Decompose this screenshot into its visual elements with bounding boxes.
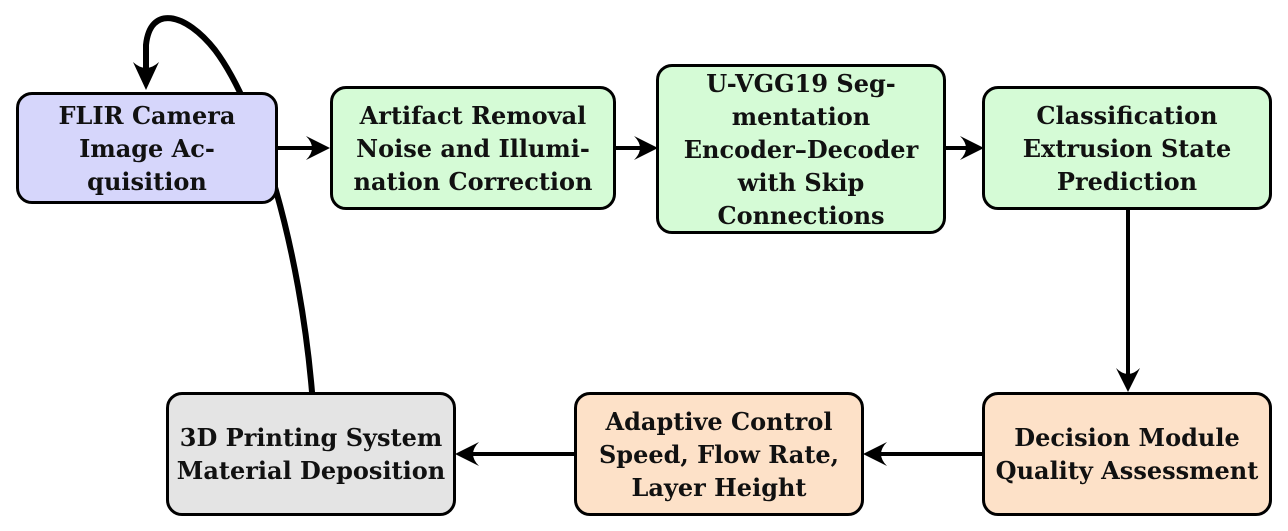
- arrow-control-to-printing: [455, 442, 576, 466]
- arrow-artifact-to-segmentation: [615, 136, 658, 160]
- node-label-line: Speed, Flow Rate,: [598, 439, 840, 469]
- node-label-line: Classification: [1036, 100, 1218, 130]
- node-label-line: Image Ac-: [79, 133, 215, 163]
- node-label-line: Artifact Removal: [359, 100, 587, 130]
- node-label-line: quisition: [87, 166, 207, 196]
- node-label-line: Material Deposition: [176, 456, 446, 485]
- arrow-segmentation-to-classification: [945, 136, 984, 160]
- node-label-line: nation Correction: [353, 166, 593, 196]
- node-label-line: U-VGG19 Seg-: [706, 68, 896, 98]
- node-label-line: with Skip: [737, 167, 865, 197]
- arrow-acquisition-to-artifact: [277, 136, 330, 160]
- arrow-classification-to-decision: [1116, 209, 1140, 392]
- node-label-line: FLIR Camera: [58, 100, 236, 130]
- node-label-line: Noise and Illumi-: [356, 133, 590, 163]
- node-label-line: Quality Assessment: [995, 456, 1259, 485]
- arrow-feedback-printing-to-acquisition: [133, 15, 315, 395]
- node-label-line: Extrusion State: [1022, 133, 1232, 163]
- node-label-line: Connections: [717, 200, 885, 230]
- node-label-line: Layer Height: [631, 472, 807, 502]
- node-label-line: Adaptive Control: [605, 406, 833, 436]
- node-label-line: Prediction: [1056, 166, 1198, 196]
- node-label-line: mentation: [731, 101, 871, 131]
- node-label-line: 3D Printing System: [179, 423, 443, 452]
- node-label-line: Encoder–Decoder: [683, 134, 919, 164]
- arrow-decision-to-control: [863, 442, 983, 466]
- node-label-line: Decision Module: [1014, 423, 1240, 452]
